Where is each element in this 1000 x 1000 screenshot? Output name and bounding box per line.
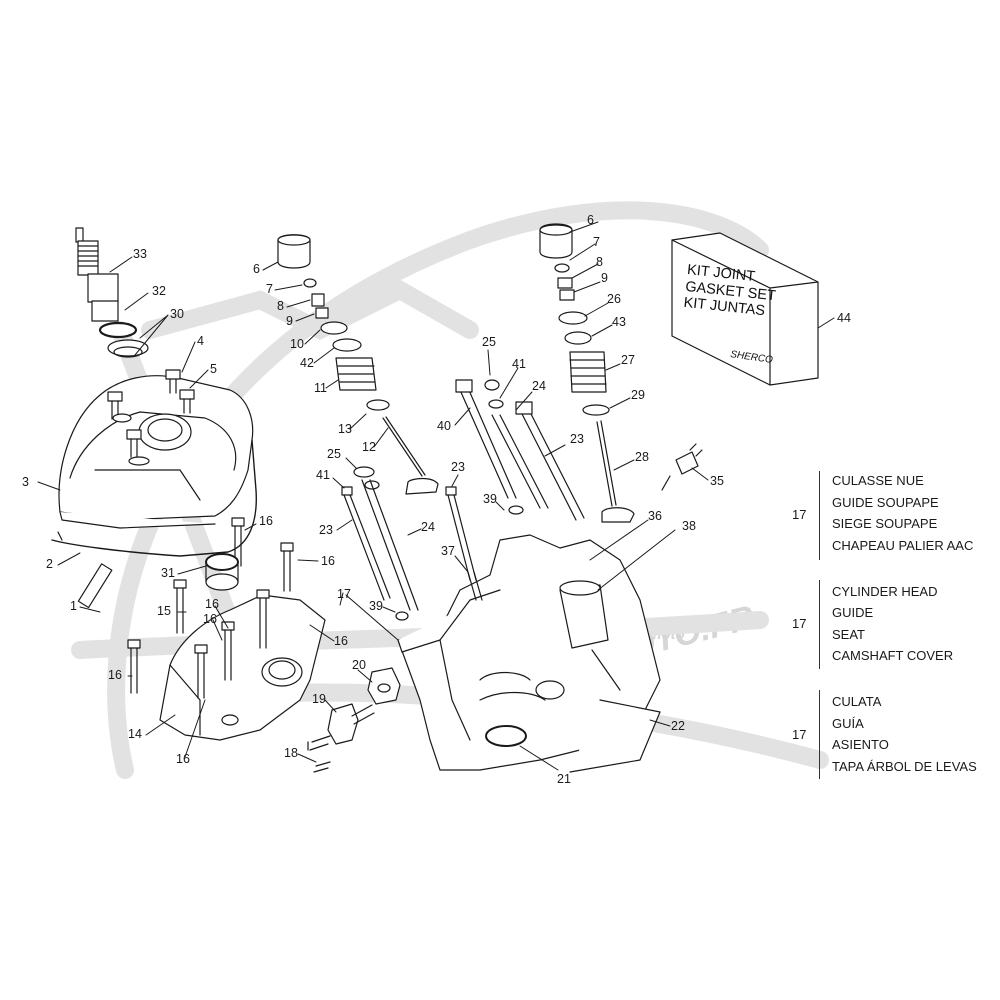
callout-22: 22 [671,719,685,733]
callout-35: 35 [710,474,724,488]
callout-7a: 7 [266,282,273,296]
callout-39b: 39 [483,492,497,506]
callout-16a: 16 [259,514,273,528]
legend-ref-en: 17 [792,616,807,631]
valve-train-right [455,223,635,523]
callout-21: 21 [557,772,571,786]
callout-18: 18 [284,746,298,760]
leader-lines [37,221,835,771]
callout-44: 44 [837,311,851,325]
chain-tensioner [307,667,401,773]
legend-en-3: SEAT [832,627,865,642]
cover-bolts [107,369,195,466]
callout-26: 26 [607,292,621,306]
callout-1: 1 [70,599,77,613]
callout-19: 19 [312,692,326,706]
callout-25b: 25 [482,335,496,349]
callout-23c: 23 [570,432,584,446]
callout-28: 28 [635,450,649,464]
callout-13: 13 [338,422,352,436]
legend-bar-fr [819,471,820,560]
legend-en-1: CYLINDER HEAD [832,584,938,599]
callout-15: 15 [157,604,171,618]
callout-27: 27 [621,353,635,367]
decompressor-plate [77,563,113,609]
callout-16b: 16 [321,554,335,568]
legend-es-1: CULATA [832,694,882,709]
callout-17: 17 [337,587,351,601]
callout-37: 37 [441,544,455,558]
legend-en-4: CAMSHAFT COVER [832,648,954,663]
callout-24b: 24 [532,379,546,393]
cylinder-head-cover [58,375,254,529]
callout-23b: 23 [451,460,465,474]
gasket-kit-box [671,232,819,386]
legend-bar-es [819,690,820,779]
legend-en-2: GUIDE [832,605,874,620]
callout-30: 30 [170,307,184,321]
callout-16c: 16 [205,597,219,611]
callout-16e: 16 [334,634,348,648]
legend-fr-3: SIEGE SOUPAPE [832,516,938,531]
legend-fr-4: CHAPEAU PALIER AAC [832,538,974,553]
callout-2: 2 [46,557,53,571]
callout-32: 32 [152,284,166,298]
callout-42: 42 [300,356,314,370]
callout-9a: 9 [286,314,293,328]
legend-fr-2: GUIDE SOUPAPE [832,495,939,510]
cam-cap-bolts [127,517,294,699]
cover-gasket [51,439,257,557]
callout-31: 31 [161,566,175,580]
callout-9b: 9 [601,271,608,285]
callout-7b: 7 [593,235,600,249]
callout-20: 20 [352,658,366,672]
kit-box-label: KIT JOINT GASKET SET KIT JUNTAS [683,262,778,321]
callout-43: 43 [612,315,626,329]
callout-6a: 6 [253,262,260,276]
spark-plug-washer [98,321,138,339]
callout-3: 3 [22,475,29,489]
valve-train-left [277,234,477,621]
callout-8b: 8 [596,255,603,269]
cylinder-head [397,534,661,773]
callout-16d: 16 [203,612,217,626]
legend-es-3: ASIENTO [832,737,889,752]
callout-40: 40 [437,419,451,433]
callout-11: 11 [314,381,327,395]
legend-es-4: TAPA ÁRBOL DE LEVAS [832,759,977,774]
callout-41a: 41 [316,468,330,482]
callout-24a: 24 [421,520,435,534]
callout-6b: 6 [587,213,594,227]
callout-25a: 25 [327,447,341,461]
legend-ref-fr: 17 [792,507,807,522]
legend-fr-1: CULASSE NUE [832,473,924,488]
oil-seal-31 [205,553,239,591]
callout-41b: 41 [512,357,526,371]
callout-14: 14 [128,727,142,741]
callout-16g: 16 [176,752,190,766]
callout-16f: 16 [108,668,122,682]
legend-ref-es: 17 [792,727,807,742]
spark-plug [75,227,119,322]
legend-bar-en [819,580,820,669]
callout-10: 10 [290,337,304,351]
callout-8a: 8 [277,299,284,313]
callout-29: 29 [631,388,645,402]
callout-5: 5 [210,362,217,376]
callout-33: 33 [133,247,147,261]
legend-es-2: GUÍA [832,716,864,731]
callout-23a: 23 [319,523,333,537]
callout-12: 12 [362,440,376,454]
callout-39a: 39 [369,599,383,613]
callout-4: 4 [197,334,204,348]
callout-38: 38 [682,519,696,533]
temperature-sensor [661,443,703,491]
camshaft-cap [159,594,326,741]
callout-36: 36 [648,509,662,523]
